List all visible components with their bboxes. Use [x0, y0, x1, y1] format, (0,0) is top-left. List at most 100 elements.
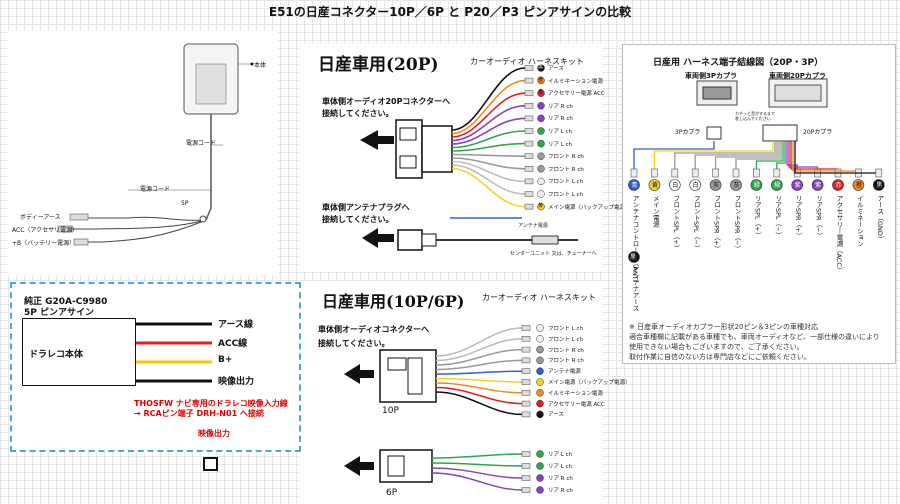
subheading-10p: カーオーディオ ハーネスキット [482, 293, 596, 302]
color-dot-20p-7 [537, 152, 545, 160]
pin-label-20p-4: リア R ch [548, 116, 573, 123]
pin-assign-title-2: 5P ピンアサイン [24, 308, 94, 318]
table-wire-4 [714, 141, 780, 169]
unit-drawing [57, 43, 254, 246]
red-note-1: THOSFW ナビ専用のドラレコ映像入力線 [134, 399, 288, 408]
wire-10p-7 [435, 386, 523, 405]
batt-label: +B（バッテリー電源） [12, 240, 76, 247]
wire-10p-6 [435, 382, 523, 394]
wiring-table-panel: 日産用 ハーネス端子結線図（20P・3P） 車両側3Pカプラ 車両側20Pカプラ… [622, 44, 896, 364]
pin-label-20p-11: メイン電源（バックアップ電源） [548, 204, 631, 211]
right-caption: 車両側20Pカプラ [769, 72, 826, 80]
terminal-10p-3 [521, 357, 531, 364]
table-color-dot-2 [668, 179, 681, 191]
terminal-10p-1 [521, 336, 531, 342]
terminal-10p-5 [521, 379, 531, 385]
color-dot-20p-0 [537, 64, 545, 72]
pin-label-20p-8: フロント R ch [548, 166, 584, 173]
pin-label-20p-0: アース [548, 66, 564, 72]
wire-20p-0 [451, 67, 526, 131]
table-terminal-12 [875, 168, 883, 178]
pin-label-20p-10: フロント L ch [548, 192, 584, 198]
table-mark-11: 橙 [855, 182, 862, 189]
harness-10p-6p-panel: 日産車用(10P/6P) カーオーディオ ハーネスキット 車体側オーディオコネク… [300, 282, 631, 504]
label-3p: 3Pカプラ [675, 129, 701, 136]
table-color-dot-4 [709, 179, 722, 191]
table-color-dot-11 [852, 179, 865, 191]
table-mark-0: 青 [631, 182, 638, 189]
terminal-10p-2 [521, 346, 531, 353]
wire-20p-11 [451, 167, 526, 208]
table-wire-6 [755, 141, 784, 169]
terminal-20p-10 [524, 191, 534, 197]
table-color-dot-12 [873, 179, 885, 191]
wire-20p-6 [451, 142, 526, 152]
terminal-6p-0 [521, 451, 531, 457]
table-terminal-3 [691, 168, 699, 178]
table-mark-5: 灰 [733, 182, 740, 189]
antenna-note: センターユニット 又は、チューナーへ [510, 251, 597, 257]
color-dot-6p-3 [536, 486, 544, 494]
terminal-20p-9 [524, 178, 534, 185]
table-wire-9 [788, 141, 819, 169]
pin-wire-label-0: アース線 [218, 320, 254, 330]
table-terminal-6 [753, 168, 760, 178]
subheading-20p: カーオーディオ ハーネスキット [470, 57, 584, 66]
table-mark-6: 緑 [753, 182, 760, 189]
label-10p: 10P [382, 406, 399, 416]
terminal-6p-1 [521, 463, 531, 469]
note-title: ※ 日産車オーディオカプラー形状20ピン＆3ピンの車種対応 [629, 323, 818, 331]
table-text-3: フロントSPL（−） [692, 195, 701, 252]
table-text-6: リアSPL（+） [753, 195, 762, 239]
table-color-dot-6 [750, 179, 763, 191]
pin-label-6p-3: リア R ch [548, 488, 573, 494]
wire-10p-0 [435, 327, 523, 357]
page-title: E51の日産コネクター10P／6P と P20／P3 ピンアサインの比較 [268, 5, 632, 19]
harness-20p-drawing [360, 64, 578, 251]
fivep-label: 5P [181, 200, 189, 207]
wire-20p-5 [451, 130, 526, 149]
arrow-left-20p [360, 130, 394, 150]
table-mark-2: 白 [672, 182, 679, 189]
body-earth-label: ボディーアース [20, 214, 61, 221]
table-terminal-5 [732, 168, 740, 178]
pin-label-10p-4: アンテナ電源 [548, 369, 581, 376]
table-color-dot-5 [730, 179, 742, 191]
wire-20p-1 [451, 79, 526, 135]
pin-label-20p-5: リア L ch [548, 129, 573, 135]
pin-label-20p-1: イルミネーション電源 [548, 78, 603, 85]
terminal-6p-3 [521, 487, 531, 493]
color-dot-20p-1 [537, 76, 545, 85]
harness-10p-drawing [344, 324, 544, 494]
table-text-5: フロントSPR（−） [733, 195, 741, 253]
terminal-10p-6 [521, 390, 531, 396]
pin-assign-title-1: 純正 G20A-C9980 [24, 297, 108, 307]
terminal-20p-11 [524, 203, 534, 210]
red-note-3: 映像出力 [198, 429, 230, 438]
table-text-8: リアSPR（+） [794, 195, 803, 240]
table-mark-7: 緑 [774, 182, 781, 189]
terminal-20p-6 [524, 140, 534, 147]
terminal-20p-7 [524, 153, 534, 159]
terminal-20p-4 [524, 115, 534, 122]
table-text-10: アクセサリー電源（ACC） [835, 195, 843, 274]
table-color-dot-0 [628, 179, 640, 191]
color-dot-10p-7 [536, 399, 544, 408]
wire-10p-3 [435, 359, 523, 371]
note-line-2: 使用できない場合もございますので、ご了承ください。 [629, 343, 804, 351]
instruction-10p-line2: 接続してください。 [318, 339, 390, 348]
table-wire-1 [653, 141, 774, 169]
table-wire-3 [694, 141, 778, 169]
recorder-unit-label: ドラレコ本体 [29, 350, 84, 360]
wire-20p-7 [451, 153, 526, 157]
table-text-9: リアSPR（−） [814, 195, 823, 240]
color-dot-10p-2 [536, 345, 544, 354]
table-mark-9: 紫 [815, 182, 822, 189]
label-20p: 20Pカプラ [803, 129, 833, 136]
note-line-3: 取付作業に自信のない方は専門店などにご依頼ください。 [629, 353, 811, 361]
label-6p: 6P [386, 488, 398, 498]
unit-diagram-panel: 本体 電源コード 電源コード 5P ボディーアース ACC（アクセサリ電源） +… [8, 30, 278, 275]
table-wire-0 [633, 141, 715, 169]
pin-label-6p-2: リア R ch [548, 476, 573, 482]
